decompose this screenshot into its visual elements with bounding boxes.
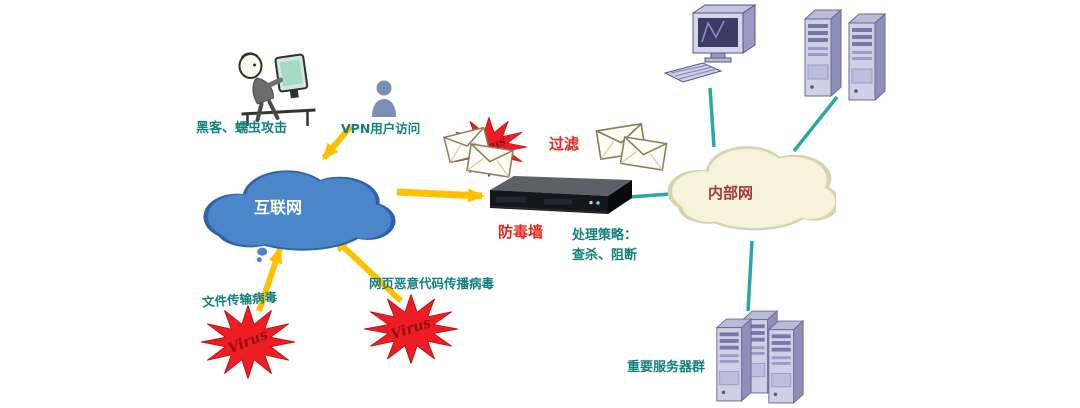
virus-starburst-3: Virus xyxy=(362,293,460,365)
arrow-users-to-internet xyxy=(321,124,354,161)
vpn-access-label: VPN用户访问 xyxy=(341,121,421,136)
internet-cloud: 互联网 xyxy=(202,158,398,264)
line-intranet-to-servers xyxy=(792,95,839,153)
policy-line1: 处理策略： xyxy=(572,228,638,243)
server-towers-icon xyxy=(801,5,889,105)
virus-starburst-2: Virus xyxy=(199,304,297,380)
hacker-attack-label: 黑客、蠕虫攻击 xyxy=(196,121,288,136)
intranet-label: 内部网 xyxy=(708,184,754,202)
arrow-webvirus-to-internet xyxy=(331,235,404,304)
firewall-appliance-icon xyxy=(486,170,634,218)
policy-line2: 查杀、阻断 xyxy=(572,248,638,264)
intranet-cloud: 内部网 xyxy=(668,138,836,246)
line-intranet-to-servergroup xyxy=(746,240,754,312)
server-group-label: 重要服务器群 xyxy=(627,360,706,375)
desktop-computer-icon xyxy=(662,3,764,89)
filter-label: 过滤 xyxy=(549,135,580,153)
policy-text: 处理策略： 查杀、阻断 xyxy=(572,226,637,266)
firewall-label: 防毒墙 xyxy=(498,223,544,241)
line-intranet-to-desktop xyxy=(708,87,716,148)
internet-label: 互联网 xyxy=(254,198,303,217)
arrow-internet-to-firewall xyxy=(396,188,485,203)
web-virus-label: 网页恶意代码传播病毒 xyxy=(369,276,495,291)
vpn-user-icon xyxy=(371,80,397,118)
hacker-at-computer-icon xyxy=(222,40,320,128)
server-group-icon xyxy=(711,308,811,404)
arrow-filevirus-to-internet xyxy=(256,246,283,312)
